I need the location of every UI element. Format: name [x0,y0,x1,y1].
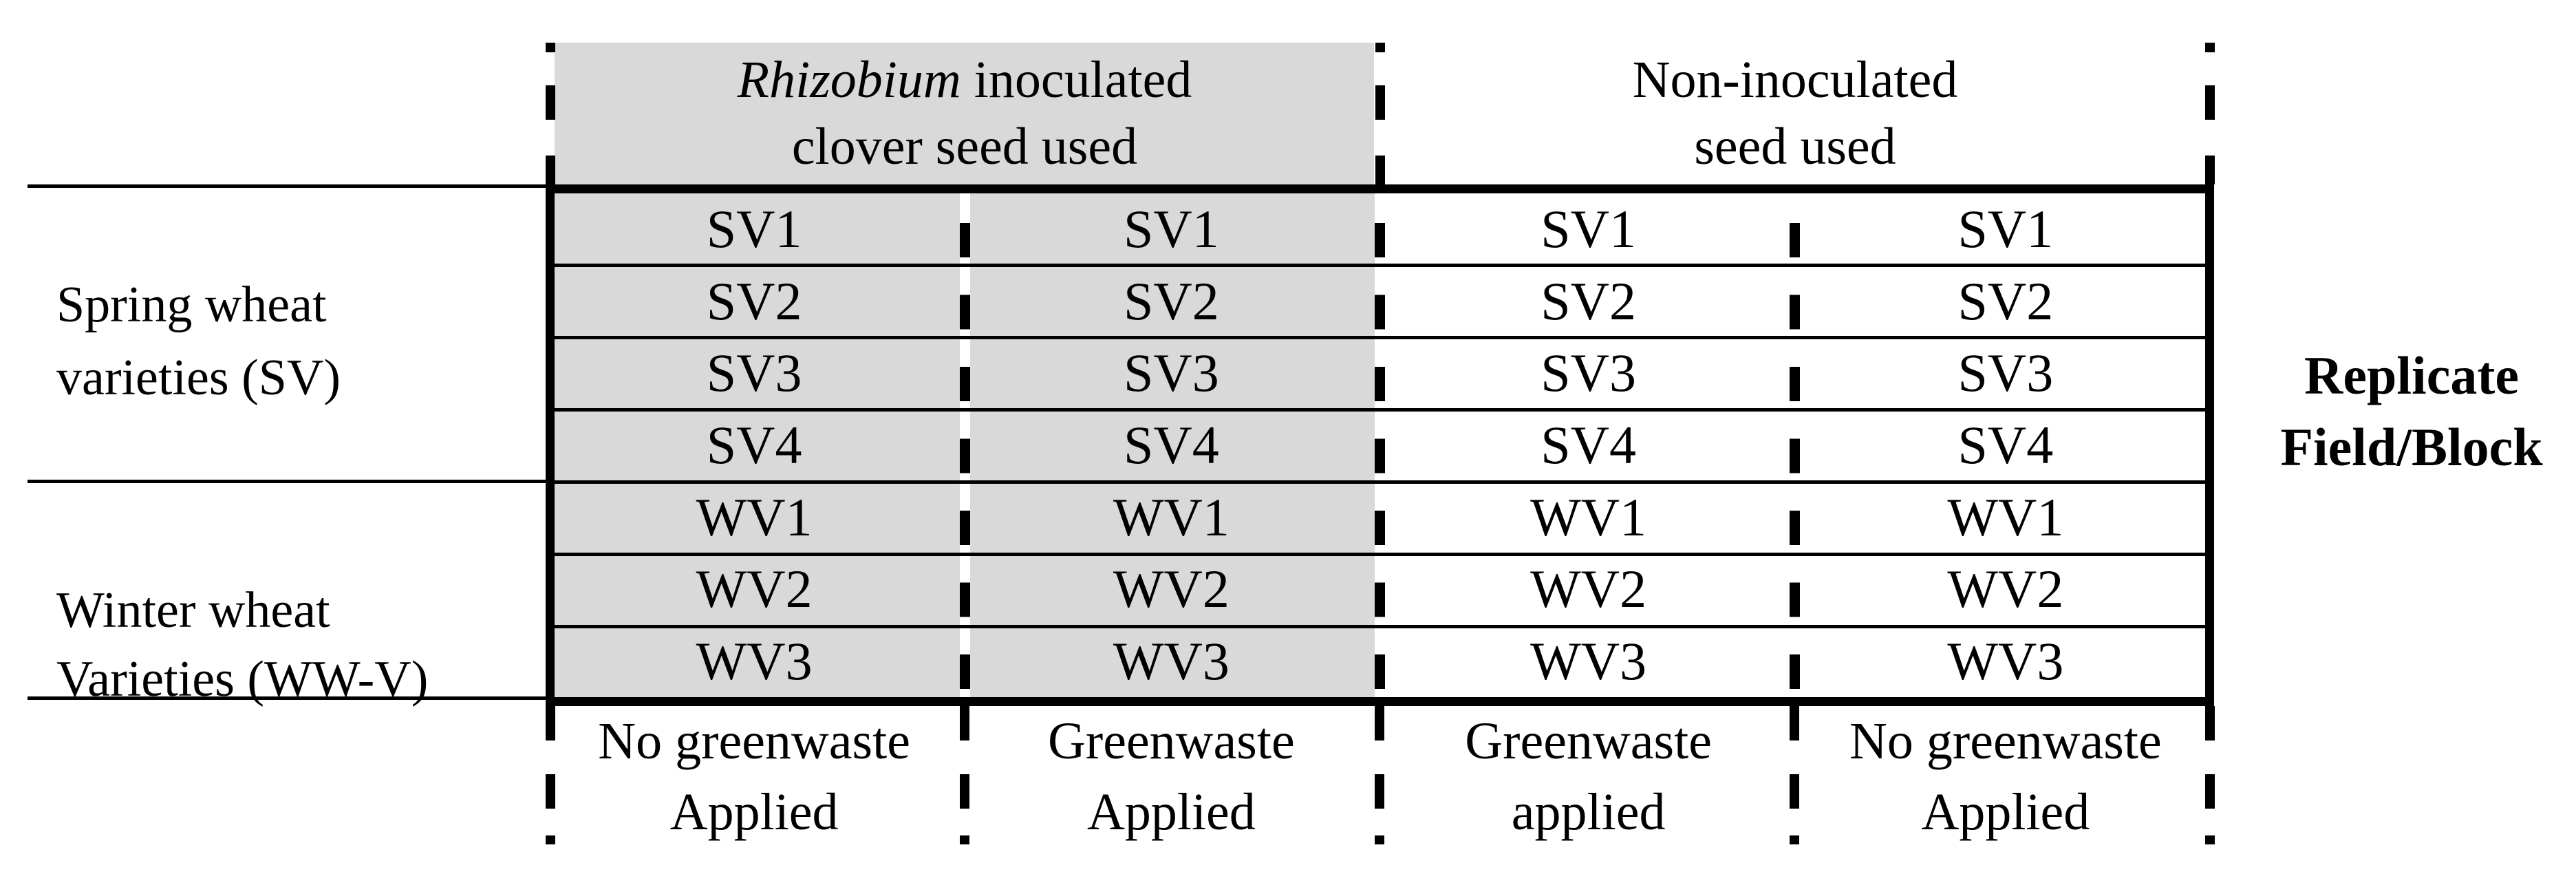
plot-cell: WV3 [1947,630,2064,691]
left-separator-top [28,184,546,188]
plot-cell: SV3 [1957,343,2054,403]
plot-cell: SV3 [1124,343,1219,403]
plot-grid: SV1 SV1 SV1 SV1 SV2 SV2 SV2 SV2 SV3 SV3 … [546,193,2214,697]
plot-cell: SV1 [1124,199,1219,259]
table-top-border [546,184,2214,193]
column-divider-1 [960,193,970,697]
left-label-winter-wheat: Winter wheat Varieties (WW-V) [56,582,429,707]
plot-cell: SV2 [1541,270,1636,331]
plot-cell: WV2 [1947,559,2064,619]
plot-cell: WV1 [696,487,813,547]
column1-shaded-fill [555,193,960,697]
column-divider-3 [1790,193,1800,697]
header-cell-non-inoculated: Non-inoculated seed used [1385,43,2205,184]
header-dashed-line-left [546,43,555,184]
plot-cell: SV4 [1541,414,1636,475]
left-separator-bottom [28,696,546,700]
plot-cell: WV2 [1530,559,1647,619]
column-divider-2 [1375,193,1385,697]
footer-cell-no-greenwaste-2: No greenwaste Applied [1849,712,2162,841]
footer-dashed-line [1375,706,1384,868]
footer-dashed-line [1790,706,1799,868]
plot-cell: SV1 [1541,199,1636,259]
header-non-inoculated-line1: Non-inoculated [1632,51,1958,109]
header-shaded-fill [555,43,1374,184]
column2-shaded-fill [970,193,1375,697]
plot-cell: WV1 [1530,487,1647,547]
plot-cell: WV2 [696,559,813,619]
footer-dashed-line [546,706,555,868]
table-left-border [546,184,555,706]
plot-cell: SV2 [1124,270,1219,331]
plot-cell: WV1 [1113,487,1230,547]
header-non-inoculated-line2: seed used [1694,118,1896,175]
plot-cell: WV2 [1113,559,1230,619]
table-right-border [2205,184,2214,706]
plot-cell: WV3 [1113,630,1230,691]
header-inoculated-line2: clover seed used [791,118,1138,175]
left-label-spring-wheat: Spring wheat varieties (SV) [56,277,341,406]
footer-cell-greenwaste-1: Greenwaste Applied [1048,712,1295,841]
header-dashed-line-middle [1375,43,1385,184]
plot-cell: SV4 [706,414,802,475]
table-bottom-border [546,697,2214,706]
plot-cell: SV3 [706,343,802,403]
header-cell-inoculated: Rhizobium inoculated clover seed used [555,43,1375,184]
plot-cell: SV1 [706,199,802,259]
treatment-footer: No greenwaste Applied Greenwaste Applied… [546,706,2214,852]
footer-dashed-line [960,706,969,868]
header-inoculated-line1: Rhizobium inoculated [737,51,1192,109]
header-dashed-line-right [2205,43,2215,184]
plot-cell: SV4 [1124,414,1219,475]
plot-cell: SV2 [706,270,802,331]
left-separator-middle [28,480,546,483]
plot-cell: WV3 [696,630,813,691]
plot-cell: SV4 [1957,414,2054,475]
right-label-replicate-field-block: Replicate Field/Block [2280,345,2543,477]
plot-cell: SV3 [1541,343,1636,403]
plot-cell: SV1 [1957,199,2054,259]
footer-cell-no-greenwaste-1: No greenwaste Applied [598,712,910,841]
plot-cell: WV3 [1530,630,1647,691]
footer-dashed-line [2205,706,2215,868]
plot-cell: SV2 [1957,270,2054,331]
footer-cell-greenwaste-2: Greenwaste applied [1465,712,1712,841]
rhizobium-italic-text: Rhizobium [737,51,961,109]
plot-cell: WV1 [1947,487,2064,547]
